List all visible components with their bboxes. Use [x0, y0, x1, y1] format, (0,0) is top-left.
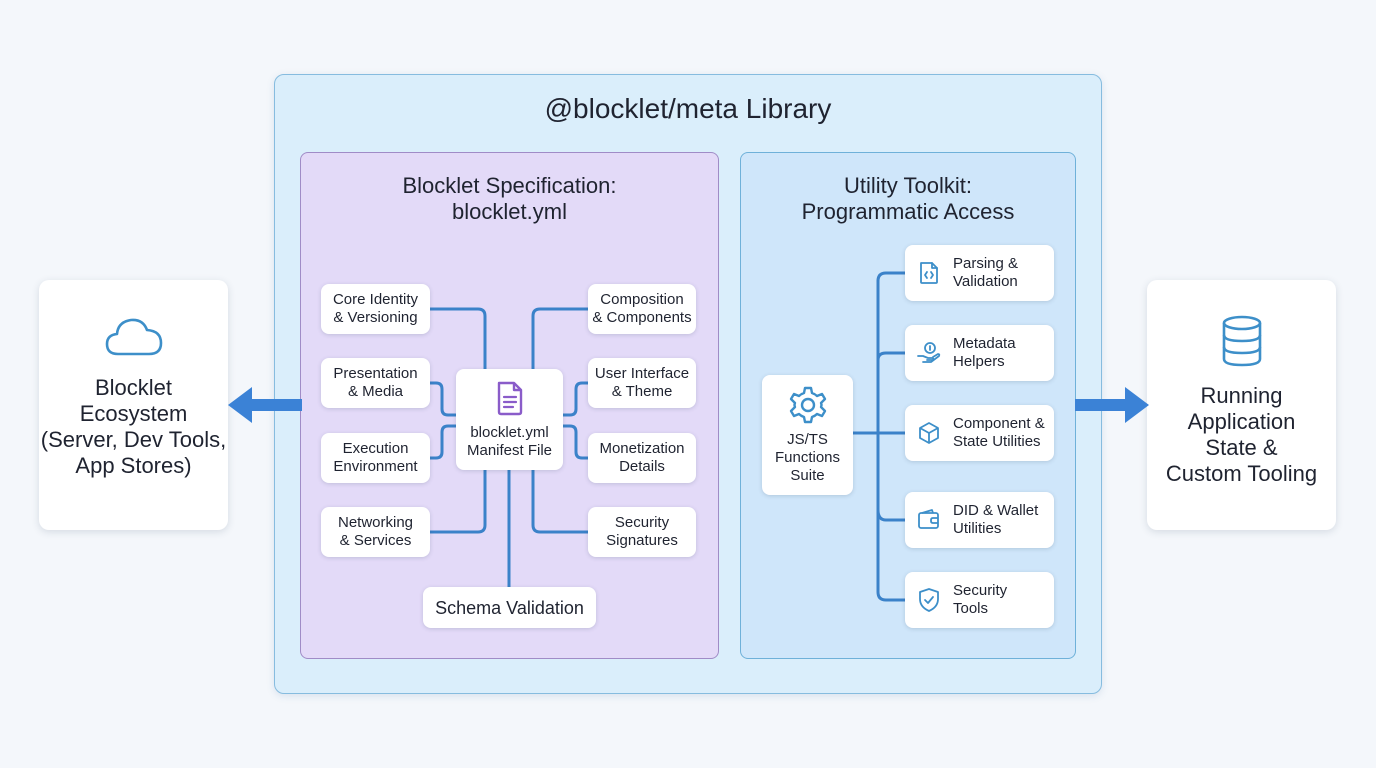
specification-title: Blocklet Specification: blocklet.yml [300, 173, 719, 225]
toolkit-title-line1: Utility Toolkit: [844, 173, 972, 198]
connector-toolkit-trunk [876, 279, 907, 602]
manifest-file-label: blocklet.yml Manifest File [466, 423, 553, 459]
ecosystem-label: Blocklet Ecosystem (Server, Dev Tools, A… [40, 375, 227, 478]
toolkit-title: Utility Toolkit: Programmatic Access [740, 173, 1076, 225]
schema-validation-node: Schema Validation [423, 587, 596, 628]
connector-core-identity [428, 307, 487, 372]
toolkit-title-line2: Programmatic Access [801, 199, 1015, 224]
cloud-icon [105, 318, 163, 356]
tool-metadata-helpers: Metadata Helpers [905, 325, 1054, 381]
tool-metadata-helpers-label: Metadata Helpers [953, 335, 1016, 370]
library-title: @blocklet/meta Library [544, 93, 832, 124]
connector-security-sig [531, 466, 590, 534]
shield-check-icon [905, 572, 953, 628]
ecosystem-card [39, 280, 228, 530]
connector-ui-theme [561, 381, 590, 417]
connector-parsing [876, 271, 907, 283]
running-app-card [1147, 280, 1336, 530]
connector-presentation [428, 381, 458, 417]
spec-item-monetization: Monetization Details [588, 433, 696, 483]
document-icon [497, 381, 522, 415]
tool-parsing-validation: Parsing & Validation [905, 245, 1054, 301]
tool-component-state-label: Component & State Utilities [953, 415, 1045, 450]
connector-monetization [561, 424, 590, 460]
spec-item-core-identity: Core Identity & Versioning [321, 284, 430, 334]
spec-item-execution: Execution Environment [321, 433, 430, 483]
cube-icon [905, 405, 953, 461]
spec-item-ui-theme: User Interface & Theme [588, 358, 696, 408]
connector-networking [428, 466, 487, 534]
arrow-to-ecosystem [228, 387, 302, 423]
functions-suite-node: JS/TS Functions Suite [762, 375, 853, 495]
tool-component-state: Component & State Utilities [905, 405, 1054, 461]
arrow-to-running-app [1075, 387, 1149, 423]
connector-did [876, 508, 907, 522]
hand-coin-icon [905, 325, 953, 381]
spec-item-composition: Composition & Components [588, 284, 696, 334]
connector-composition [531, 307, 590, 372]
manifest-file-node: blocklet.yml Manifest File [456, 369, 563, 470]
gear-icon [789, 386, 826, 424]
connector-execution [428, 424, 458, 460]
specification-title-line2: blocklet.yml [452, 199, 567, 224]
tool-security-tools: Security Tools [905, 572, 1054, 628]
tool-did-wallet-label: DID & Wallet Utilities [953, 502, 1039, 537]
spec-item-networking: Networking & Services [321, 507, 430, 557]
tool-security-tools-label: Security Tools [953, 582, 1008, 617]
running-app-label: Running Application State & Custom Tooli… [1165, 383, 1318, 486]
database-icon [1222, 315, 1262, 367]
spec-item-security-signatures: Security Signatures [588, 507, 696, 557]
specification-title-line1: Blocklet Specification: [402, 173, 617, 198]
code-file-icon [905, 245, 953, 301]
tool-did-wallet: DID & Wallet Utilities [905, 492, 1054, 548]
spec-item-presentation: Presentation & Media [321, 358, 430, 408]
wallet-icon [905, 492, 953, 548]
tool-parsing-validation-label: Parsing & Validation [953, 255, 1019, 290]
functions-suite-label: JS/TS Functions Suite [774, 431, 841, 484]
connector-metadata [876, 351, 907, 362]
